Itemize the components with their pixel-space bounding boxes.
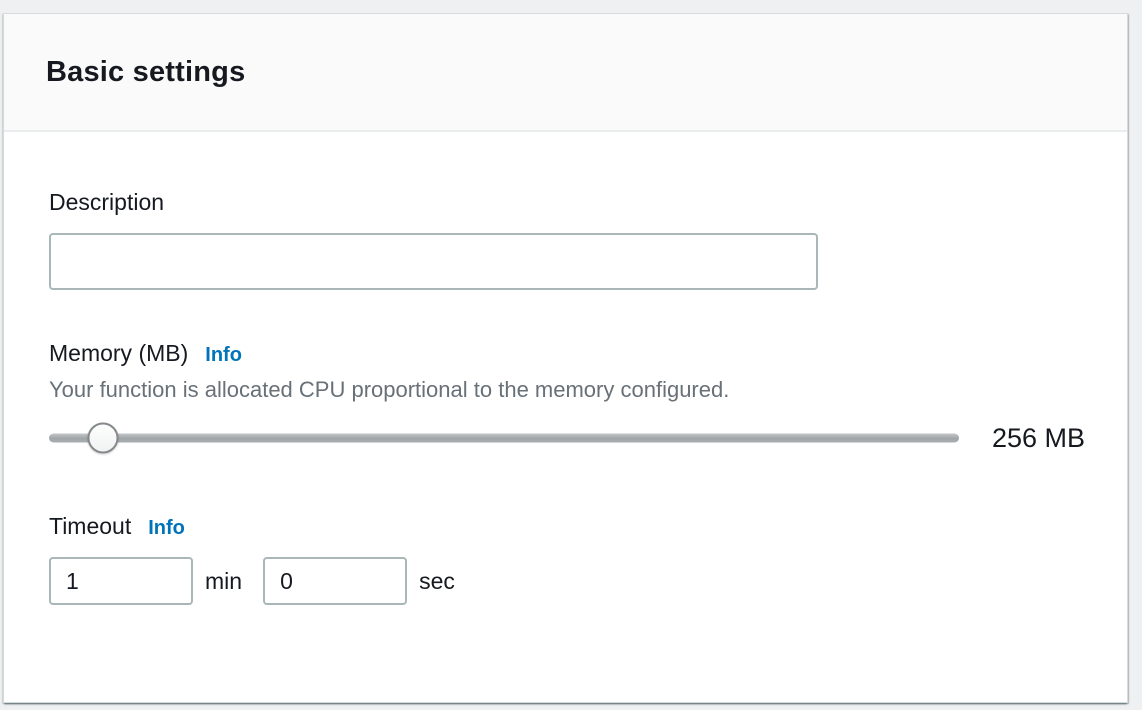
basic-settings-panel: Basic settings Description Memory (MB) I… — [3, 13, 1128, 703]
panel-body: Description Memory (MB) Info Your functi… — [4, 132, 1127, 605]
panel-title: Basic settings — [46, 55, 246, 88]
timeout-inputs-row: min sec — [49, 557, 1083, 605]
description-label: Description — [49, 189, 165, 215]
description-input[interactable] — [49, 233, 818, 290]
memory-label: Memory (MB) — [49, 340, 189, 366]
memory-slider-handle[interactable] — [87, 422, 119, 454]
description-field: Description — [49, 189, 1083, 290]
timeout-label-row: Timeout Info — [49, 513, 1083, 540]
timeout-minutes-unit-label: min — [205, 567, 243, 594]
memory-slider-row: 256 MB — [49, 416, 1085, 460]
memory-label-row: Memory (MB) Info — [49, 340, 1083, 367]
memory-slider-track[interactable] — [49, 433, 959, 443]
memory-value-display: 256 MB — [991, 422, 1085, 453]
timeout-seconds-unit-label: sec — [419, 567, 455, 594]
timeout-field: Timeout Info min sec — [49, 513, 1083, 605]
timeout-label: Timeout — [49, 513, 132, 539]
timeout-seconds-input[interactable] — [263, 557, 408, 605]
panel-header: Basic settings — [4, 14, 1127, 132]
timeout-info-link[interactable]: Info — [148, 517, 185, 539]
memory-info-link[interactable]: Info — [205, 344, 242, 366]
timeout-minutes-input[interactable] — [49, 557, 193, 605]
memory-helper-text: Your function is allocated CPU proportio… — [49, 377, 730, 402]
memory-slider[interactable] — [49, 416, 959, 460]
memory-field: Memory (MB) Info Your function is alloca… — [49, 340, 1085, 460]
